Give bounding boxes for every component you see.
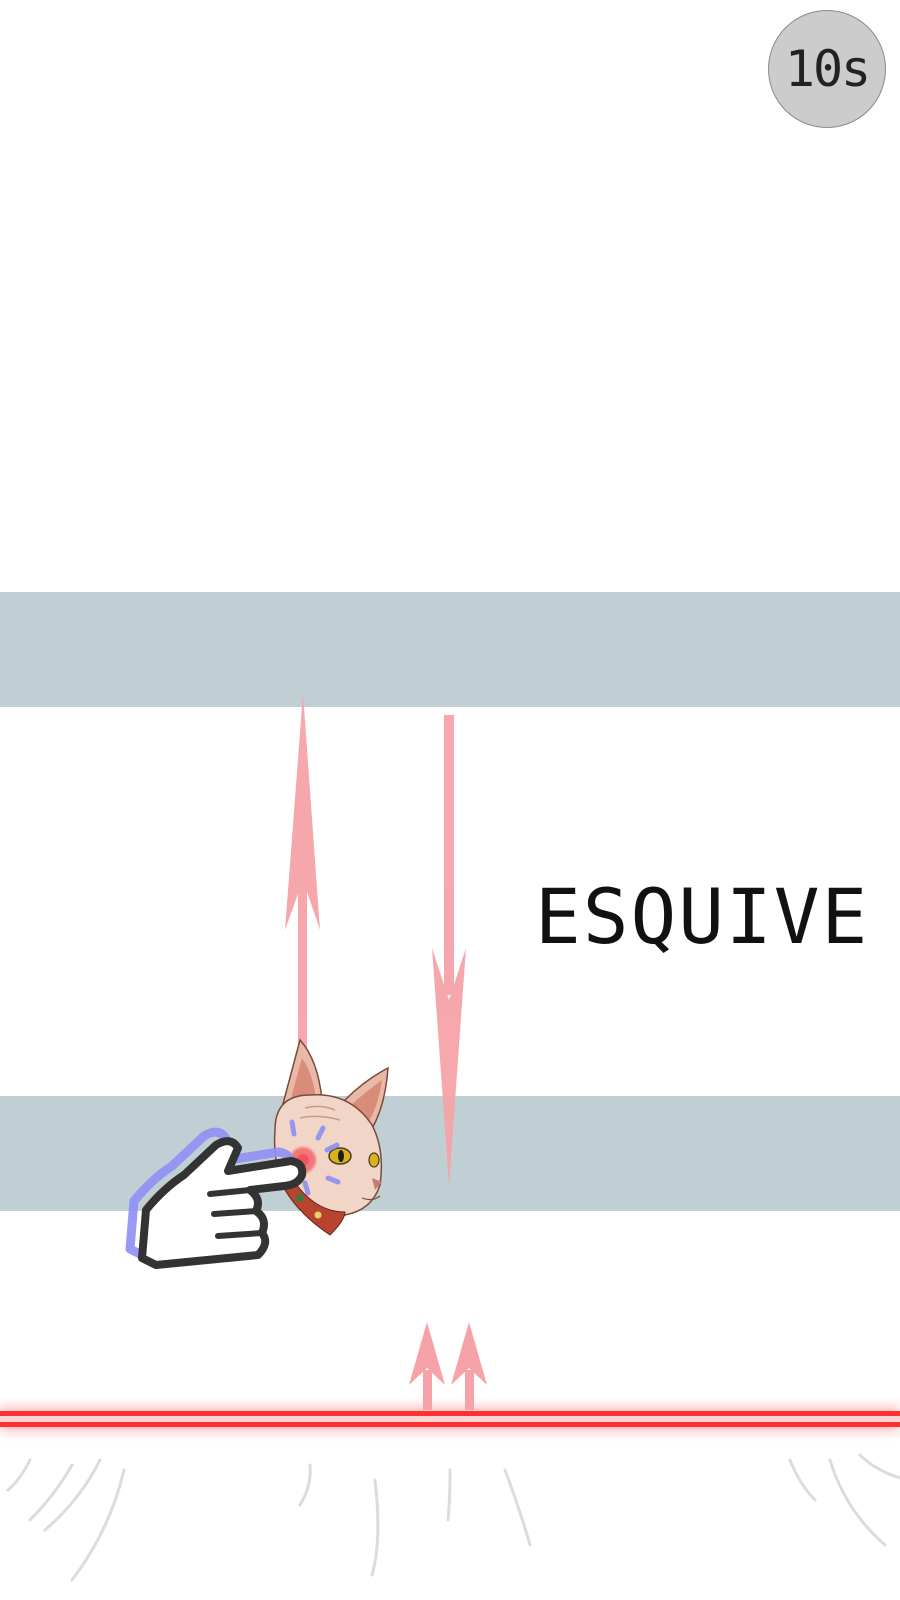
arrow-up-small-1 xyxy=(409,1322,445,1410)
floor-grass xyxy=(6,1453,900,1582)
laser-beam-icon xyxy=(0,1408,900,1430)
instruction-text: ESQUIVE xyxy=(535,872,870,961)
lane-top[interactable] xyxy=(0,592,900,707)
arrow-up-small-2 xyxy=(451,1322,487,1410)
arrow-up-long xyxy=(285,693,320,1160)
timer-badge: 10s xyxy=(768,10,886,128)
lane-bottom[interactable] xyxy=(0,1096,900,1211)
